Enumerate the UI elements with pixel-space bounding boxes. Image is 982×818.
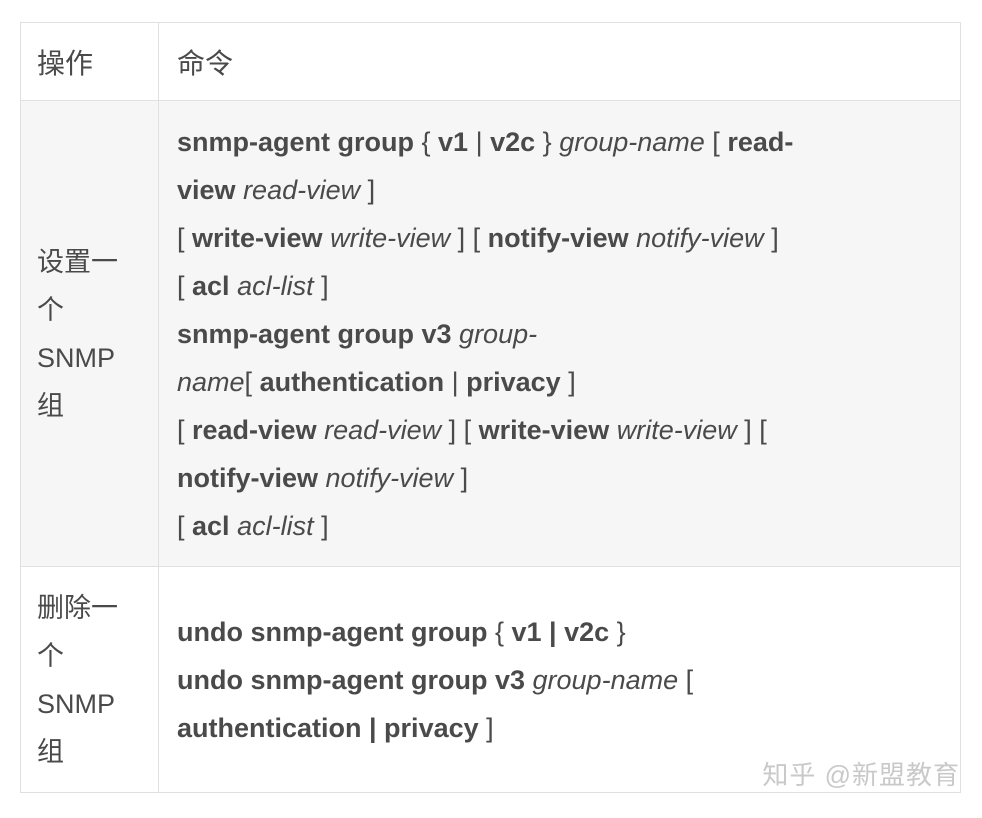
command-line: snmp-agent group { v1 | v2c } group-name… [177, 126, 794, 157]
command-line: undo snmp-agent group v3 group-name [ [177, 664, 694, 695]
column-header-command: 命令 [158, 22, 961, 101]
command-line: [ write-view write-view ] [ notify-view … [177, 222, 779, 253]
command-line: [ acl acl-list ] [177, 510, 329, 541]
table-header-row: 操作 命令 [20, 22, 961, 101]
watermark-text: 知乎 @新盟教育 [762, 760, 960, 790]
command-line: notify-view notify-view ] [177, 462, 469, 493]
operation-cell: 删除一个 SNMP 组 [20, 566, 159, 793]
operation-cell: 设置一个 SNMP 组 [20, 100, 159, 567]
watermark: 知乎 @新盟教育 [762, 755, 960, 792]
command-line: name[ authentication | privacy ] [177, 366, 576, 397]
command-cell: snmp-agent group { v1 | v2c } group-name… [158, 100, 961, 567]
snmp-command-table: 操作 命令 设置一个 SNMP 组 snmp-agent group { v1 |… [20, 22, 961, 793]
command-cell: undo snmp-agent group { v1 | v2c } undo s… [158, 566, 961, 793]
command-line: snmp-agent group v3 group- [177, 318, 538, 349]
command-line: view read-view ] [177, 174, 376, 205]
command-line: undo snmp-agent group { v1 | v2c } [177, 616, 626, 647]
command-line: authentication | privacy ] [177, 712, 494, 743]
command-line: [ acl acl-list ] [177, 270, 329, 301]
command-line: [ read-view read-view ] [ write-view wri… [177, 414, 767, 445]
table-body: 设置一个 SNMP 组 snmp-agent group { v1 | v2c }… [20, 100, 961, 793]
table-row: 设置一个 SNMP 组 snmp-agent group { v1 | v2c }… [20, 100, 961, 567]
column-header-operation: 操作 [20, 22, 159, 101]
